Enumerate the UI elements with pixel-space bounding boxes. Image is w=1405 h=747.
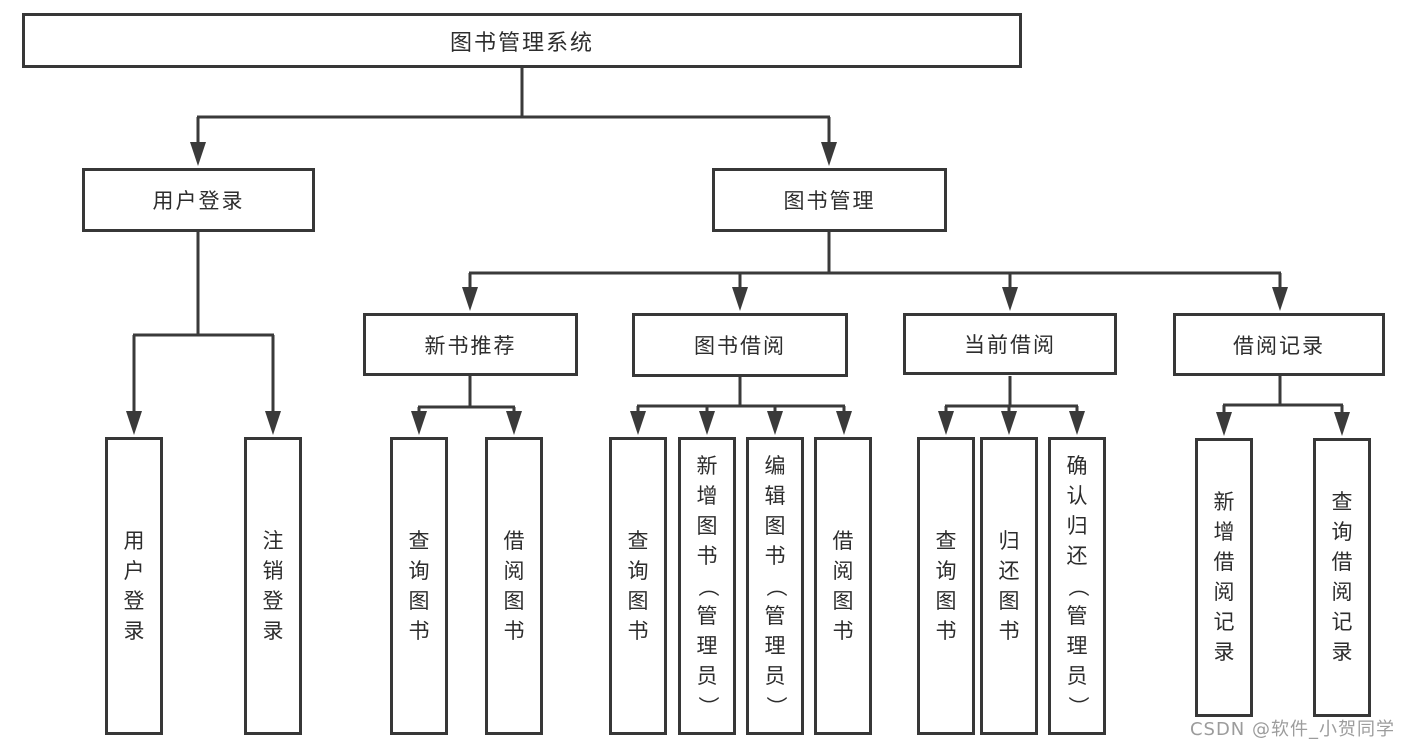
node-book-borrow: 图书借阅 xyxy=(632,313,848,377)
leaf-nbr-borrow-books-label: 借阅图书 xyxy=(503,528,525,643)
leaf-bb-borrow-books: 借阅图书 xyxy=(814,437,872,735)
wire-book-borrow-group xyxy=(636,376,846,415)
node-new-book-rec: 新书推荐 xyxy=(363,313,578,376)
node-user-login: 用户登录 xyxy=(82,168,315,232)
leaf-bb-edit-books-admin: 编辑图书（管理员） xyxy=(746,437,804,735)
leaf-user-login-label: 用户登录 xyxy=(123,528,145,643)
leaf-bb-borrow-books-label: 借阅图书 xyxy=(832,528,854,643)
leaf-cb-confirm-return-admin: 确认归还（管理员） xyxy=(1048,437,1106,735)
leaf-cb-query-books: 查询图书 xyxy=(917,437,975,735)
leaf-bb-add-books-admin-label: 新增图书（管理员） xyxy=(695,453,720,717)
leaf-br-add-record: 新增借阅记录 xyxy=(1195,438,1253,717)
wire-new-book-rec-group xyxy=(417,376,516,415)
leaf-cb-query-books-label: 查询图书 xyxy=(935,528,957,643)
leaf-nbr-query-books: 查询图书 xyxy=(390,437,448,735)
leaf-logout-label: 注销登录 xyxy=(262,528,284,643)
wire-current-borrow-group xyxy=(944,376,1079,415)
leaf-nbr-query-books-label: 查询图书 xyxy=(408,528,430,643)
arrowheads xyxy=(126,142,1350,436)
wire-borrow-records-group xyxy=(1222,376,1344,415)
wire-root-to-level2 xyxy=(196,68,831,146)
leaf-br-query-record: 查询借阅记录 xyxy=(1313,438,1371,717)
leaf-cb-return-books: 归还图书 xyxy=(980,437,1038,735)
node-book-borrow-label: 图书借阅 xyxy=(694,334,786,358)
leaf-bb-query-books: 查询图书 xyxy=(609,437,667,735)
csdn-watermark: CSDN @软件_小贺同学 xyxy=(1189,719,1395,740)
node-borrow-records-label: 借阅记录 xyxy=(1233,333,1325,358)
leaf-br-add-record-label: 新增借阅记录 xyxy=(1213,490,1235,664)
node-current-borrow: 当前借阅 xyxy=(903,313,1117,375)
node-root-label: 图书管理系统 xyxy=(449,30,594,56)
leaf-bb-query-books-label: 查询图书 xyxy=(627,528,649,643)
node-book-mgmt: 图书管理 xyxy=(712,168,947,232)
leaf-bb-add-books-admin: 新增图书（管理员） xyxy=(678,437,736,735)
node-borrow-records: 借阅记录 xyxy=(1173,313,1385,376)
leaf-cb-confirm-return-admin-label: 确认归还（管理员） xyxy=(1065,453,1090,717)
node-book-mgmt-label: 图书管理 xyxy=(783,189,876,213)
leaf-cb-return-books-label: 归还图书 xyxy=(998,528,1020,643)
leaf-bb-edit-books-admin-label: 编辑图书（管理员） xyxy=(763,453,788,717)
leaf-logout: 注销登录 xyxy=(244,437,302,735)
node-current-borrow-label: 当前借阅 xyxy=(964,333,1056,357)
node-user-login-label: 用户登录 xyxy=(152,189,245,213)
wire-book-mgmt-to-level3 xyxy=(468,232,1282,291)
node-new-book-rec-label: 新书推荐 xyxy=(424,333,517,358)
leaf-user-login: 用户登录 xyxy=(105,437,163,735)
wire-user-login-group xyxy=(132,232,275,414)
node-root: 图书管理系统 xyxy=(22,13,1022,68)
leaf-nbr-borrow-books: 借阅图书 xyxy=(485,437,543,735)
leaf-br-query-record-label: 查询借阅记录 xyxy=(1331,490,1353,664)
